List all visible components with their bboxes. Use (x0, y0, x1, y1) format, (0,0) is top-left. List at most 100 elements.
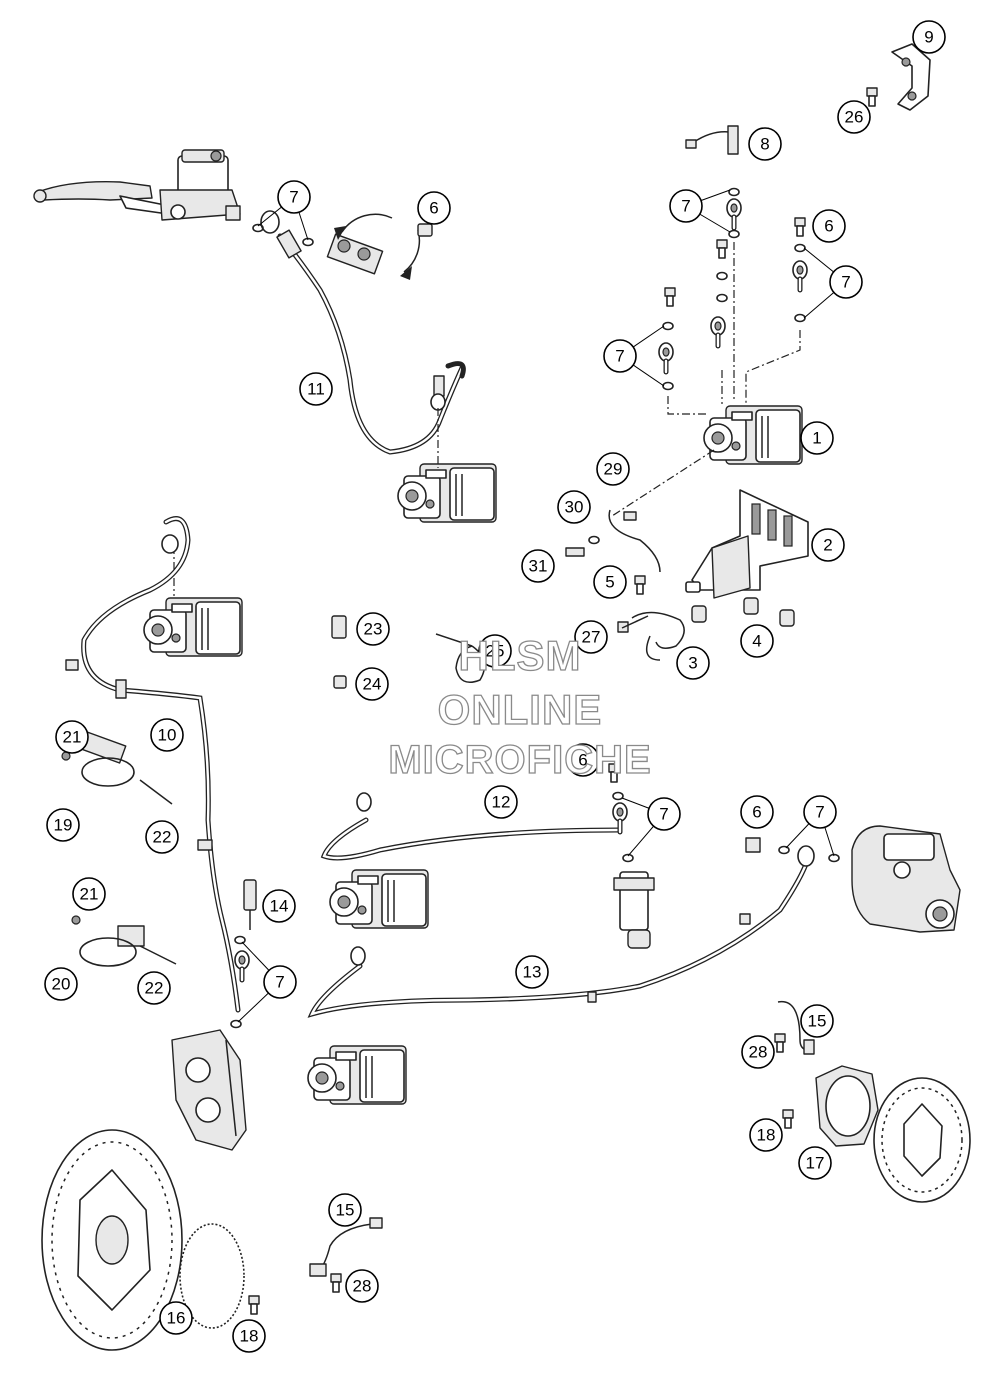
callout-27[interactable]: 27 (574, 620, 608, 654)
callout-16[interactable]: 16 (159, 1301, 193, 1335)
callout-1[interactable]: 1 (800, 421, 834, 455)
rear-master-cylinder (613, 871, 655, 949)
svg-text:7: 7 (289, 188, 298, 207)
sensor-wire-29 (608, 509, 661, 573)
callout-7-c[interactable]: 7 (829, 265, 863, 299)
front-brake-disc (41, 1129, 183, 1351)
svg-text:23: 23 (364, 620, 383, 639)
svg-text:22: 22 (153, 828, 172, 847)
abs-unit-main-icon (703, 405, 803, 465)
clip-23 (331, 615, 347, 639)
svg-text:12: 12 (492, 793, 511, 812)
callout-26[interactable]: 26 (837, 100, 871, 134)
svg-text:16: 16 (167, 1309, 186, 1328)
callout-28-b[interactable]: 28 (345, 1269, 379, 1303)
watermark-line-2: ONLINE (437, 685, 603, 733)
svg-text:13: 13 (523, 963, 542, 982)
callout-30[interactable]: 30 (557, 490, 591, 524)
svg-text:2: 2 (823, 536, 832, 555)
callout-7-e[interactable]: 7 (647, 797, 681, 831)
front-brake-caliper (171, 1029, 247, 1151)
abs-sensor-top (685, 125, 739, 155)
callout-3[interactable]: 3 (676, 646, 710, 680)
callout-29[interactable]: 29 (596, 452, 630, 486)
callout-21-b[interactable]: 21 (72, 877, 106, 911)
svg-text:7: 7 (615, 347, 624, 366)
svg-text:21: 21 (63, 728, 82, 747)
callout-11[interactable]: 11 (299, 372, 333, 406)
callout-17[interactable]: 17 (798, 1146, 832, 1180)
callout-12[interactable]: 12 (484, 785, 518, 819)
callout-25[interactable]: 25 (478, 634, 512, 668)
rear-wheel-sensor (777, 1000, 815, 1055)
callout-15-a[interactable]: 15 (800, 1004, 834, 1038)
callout-6-d[interactable]: 6 (740, 795, 774, 829)
callout-18-a[interactable]: 18 (749, 1118, 783, 1152)
watermark-line-1: HLSM (458, 631, 582, 679)
callout-20[interactable]: 20 (44, 967, 78, 1001)
svg-text:15: 15 (808, 1012, 827, 1031)
callout-7-d[interactable]: 7 (603, 339, 637, 373)
callout-6-a[interactable]: 6 (417, 191, 451, 225)
svg-text:5: 5 (605, 573, 614, 592)
callout-10[interactable]: 10 (150, 718, 184, 752)
callout-23[interactable]: 23 (356, 612, 390, 646)
front-sensor-ring (179, 1223, 245, 1329)
callout-7-b[interactable]: 7 (669, 189, 703, 223)
svg-text:7: 7 (681, 197, 690, 216)
callout-7-a[interactable]: 7 (277, 180, 311, 214)
callout-7-f[interactable]: 7 (803, 795, 837, 829)
svg-text:30: 30 (565, 498, 584, 517)
abs-unit-icon-2 (143, 597, 243, 657)
callout-28-a[interactable]: 28 (741, 1035, 775, 1069)
svg-text:28: 28 (749, 1043, 768, 1062)
abs-unit-icon (397, 463, 497, 523)
callout-13[interactable]: 13 (515, 955, 549, 989)
svg-text:4: 4 (752, 632, 761, 651)
svg-text:18: 18 (757, 1126, 776, 1145)
svg-text:29: 29 (604, 460, 623, 479)
svg-text:8: 8 (760, 135, 769, 154)
callout-6-c[interactable]: 6 (566, 743, 600, 777)
svg-text:18: 18 (240, 1327, 259, 1346)
callout-22-b[interactable]: 22 (137, 971, 171, 1005)
callout-2[interactable]: 2 (811, 528, 845, 562)
abs-unit-icon-4 (307, 1045, 407, 1105)
callout-7-g[interactable]: 7 (263, 965, 297, 999)
svg-text:11: 11 (307, 380, 325, 399)
callout-18-b[interactable]: 18 (232, 1319, 266, 1353)
hose-12 (320, 792, 623, 861)
callout-21-a[interactable]: 21 (55, 720, 89, 754)
callout-22-a[interactable]: 22 (145, 820, 179, 854)
front-wheel-sensor (243, 879, 257, 930)
callout-19[interactable]: 19 (46, 808, 80, 842)
clamp-20 (79, 925, 177, 967)
svg-text:6: 6 (578, 751, 587, 770)
front-brake-hose (260, 210, 466, 455)
svg-text:14: 14 (270, 897, 289, 916)
svg-text:20: 20 (52, 975, 71, 994)
callout-24[interactable]: 24 (355, 667, 389, 701)
svg-text:22: 22 (145, 979, 164, 998)
svg-text:9: 9 (924, 28, 933, 47)
callout-6-b[interactable]: 6 (812, 209, 846, 243)
svg-text:10: 10 (158, 726, 177, 745)
front-abs-hose (65, 516, 241, 1013)
callout-5[interactable]: 5 (593, 565, 627, 599)
callout-8[interactable]: 8 (748, 127, 782, 161)
callout-9[interactable]: 9 (912, 20, 946, 54)
hose-13 (307, 861, 809, 1018)
svg-text:31: 31 (529, 557, 548, 576)
callout-4[interactable]: 4 (740, 624, 774, 658)
callout-15-b[interactable]: 15 (328, 1193, 362, 1227)
svg-text:6: 6 (429, 199, 438, 218)
svg-text:7: 7 (659, 805, 668, 824)
callout-14[interactable]: 14 (262, 889, 296, 923)
svg-text:1: 1 (812, 429, 821, 448)
svg-text:26: 26 (845, 108, 864, 127)
abs-bracket-top (891, 43, 931, 111)
front-master-cylinder (33, 149, 241, 221)
hose-adapter (326, 213, 433, 280)
callout-31[interactable]: 31 (521, 549, 555, 583)
